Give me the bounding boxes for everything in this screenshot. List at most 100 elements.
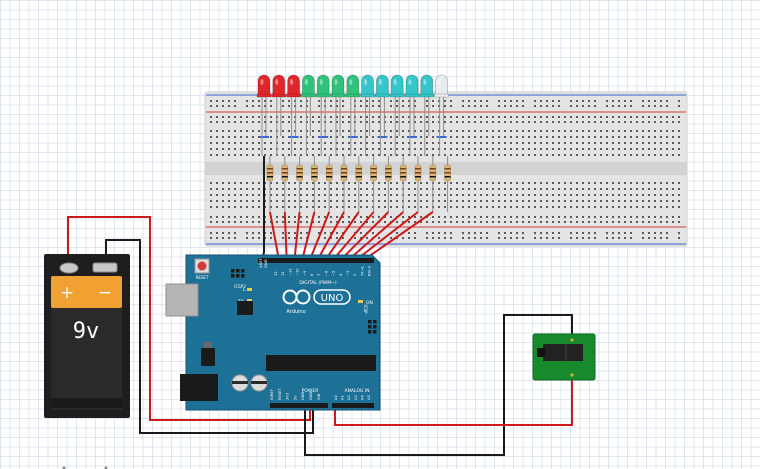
breadboard-hole [414,154,416,156]
breadboard-hole [240,194,242,196]
breadboard-hole [528,200,530,202]
breadboard-hole [666,194,668,196]
breadboard-hole [624,130,626,132]
breadboard-hole [426,232,428,234]
breadboard-hole [360,232,362,234]
breadboard-hole [330,100,332,102]
breadboard-hole [564,121,566,123]
reset-button-cap[interactable] [197,261,207,271]
breadboard-hole [450,154,452,156]
breadboard-hole [408,154,410,156]
icsp-pin [373,320,377,324]
breadboard-hole [468,142,470,144]
breadboard-hole [420,206,422,208]
breadboard-hole [612,142,614,144]
breadboard-hole [330,142,332,144]
breadboard-hole [210,148,212,150]
breadboard-hole [492,130,494,132]
breadboard-hole [390,154,392,156]
breadboard-hole [588,116,590,118]
breadboard-hole [228,130,230,132]
breadboard-hole [486,121,488,123]
breadboard-hole [456,182,458,184]
breadboard-hole [240,121,242,123]
pin-label: A4 [360,395,364,400]
pin-label: 2 [353,274,357,276]
breadboard-hole [516,237,518,239]
pin-label: 7 [317,274,321,276]
breadboard-hole [294,188,296,190]
breadboard-hole [540,182,542,184]
led-teal [390,74,404,96]
breadboard-hole [234,116,236,118]
usb-connector [165,283,199,317]
jack-ground-wire [304,314,573,456]
breadboard-hole [486,232,488,234]
breadboard-hole [558,237,560,239]
breadboard-hole [438,130,440,132]
breadboard-hole [660,232,662,234]
breadboard-hole [480,182,482,184]
breadboard-hole [300,148,302,150]
gnd-label: GND [263,259,268,268]
pin-label: RX←0 [368,265,372,276]
breadboard-hole [522,130,524,132]
pin-label: ~6 [324,270,328,276]
resistor-band [355,168,362,170]
breadboard-hole [462,200,464,202]
breadboard-hole [582,116,584,118]
led-signal-wire [269,211,280,261]
breadboard-hole [570,116,572,118]
breadboard-hole [330,194,332,196]
breadboard-hole [444,130,446,132]
breadboard-hole [462,142,464,144]
breadboard-hole [234,136,236,138]
breadboard-hole [282,142,284,144]
breadboard-hole [384,121,386,123]
breadboard-hole [636,188,638,190]
breadboard-hole [636,130,638,132]
led-highlight [378,79,382,85]
breadboard-hole [510,148,512,150]
breadboard-hole [264,148,266,150]
breadboard-hole [396,182,398,184]
breadboard-hole [618,194,620,196]
breadboard-hole [420,154,422,156]
breadboard-hole [228,221,230,223]
breadboard-hole [300,100,302,102]
breadboard-hole [456,221,458,223]
breadboard-hole [576,200,578,202]
breadboard-hole [570,221,572,223]
breadboard-hole [594,142,596,144]
led-signal-wires [269,211,434,261]
breadboard-hole [654,142,656,144]
breadboard-hole [612,136,614,138]
breadboard-hole [618,182,620,184]
breadboard-hole [666,100,668,102]
breadboard-hole [486,130,488,132]
breadboard-hole [564,136,566,138]
breadboard-hole [384,194,386,196]
breadboard-hole [234,216,236,218]
breadboard-hole [402,100,404,102]
breadboard-hole [426,206,428,208]
breadboard-hole [234,221,236,223]
led-rim [301,93,316,98]
breadboard-hole [450,105,452,107]
breadboard-hole [288,121,290,123]
breadboard-hole [282,105,284,107]
breadboard-hole [342,136,344,138]
breadboard-hole [570,130,572,132]
jack-socket-body [543,344,583,361]
breadboard-hole [546,142,548,144]
breadboard-hole [678,182,680,184]
breadboard-hole [570,121,572,123]
breadboard-hole [336,206,338,208]
breadboard-hole [528,206,530,208]
breadboard-hole [354,200,356,202]
breadboard-hole [588,182,590,184]
battery-negative-terminal [92,262,118,273]
column-mark [259,136,269,138]
breadboard-hole [564,130,566,132]
breadboard-hole [438,200,440,202]
